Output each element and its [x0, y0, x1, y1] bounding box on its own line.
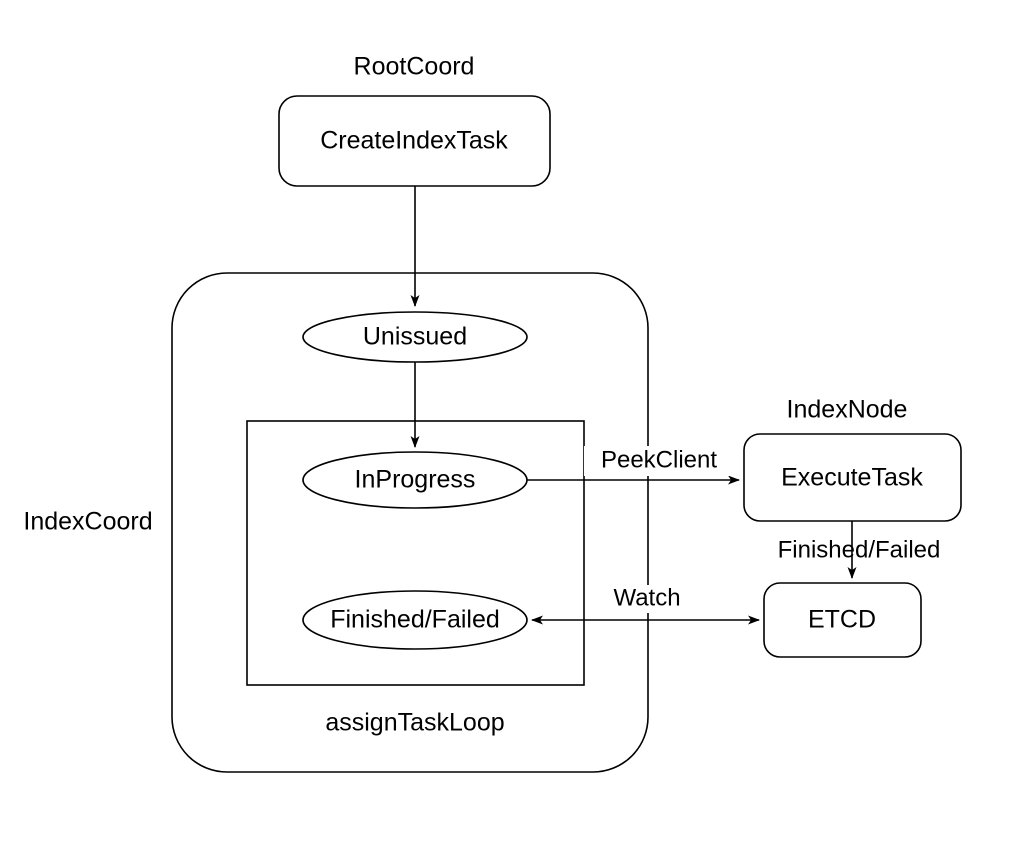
node-create-index-task[interactable]	[278, 95, 551, 187]
group-label-assign-task-loop: assignTaskLoop	[325, 709, 504, 737]
node-etcd-label: ETCD	[808, 606, 876, 634]
index-coord-container	[171, 272, 649, 773]
node-execute-task[interactable]	[743, 433, 962, 522]
node-in-progress-label: InProgress	[355, 466, 476, 494]
node-etcd[interactable]	[763, 582, 922, 658]
node-create-index-task-label: CreateIndexTask	[320, 127, 508, 155]
edge-label-peekclient: PeekClient	[601, 446, 717, 473]
group-label-index-node: IndexNode	[787, 396, 908, 424]
group-label-index-coord: IndexCoord	[23, 508, 152, 536]
edge-label-finished-failed: Finished/Failed	[778, 536, 941, 563]
node-unissued[interactable]	[302, 311, 528, 363]
node-finished-failed-label: Finished/Failed	[330, 606, 500, 634]
edge-label-watch-bg	[604, 585, 690, 613]
node-in-progress[interactable]	[302, 451, 528, 509]
node-execute-task-label: ExecuteTask	[781, 464, 923, 492]
edge-label-watch: Watch	[613, 584, 680, 611]
node-finished-failed[interactable]	[302, 590, 528, 650]
node-unissued-label: Unissued	[363, 323, 467, 351]
edge-label-peekclient-bg	[584, 446, 734, 476]
group-label-root-coord: RootCoord	[354, 53, 475, 81]
